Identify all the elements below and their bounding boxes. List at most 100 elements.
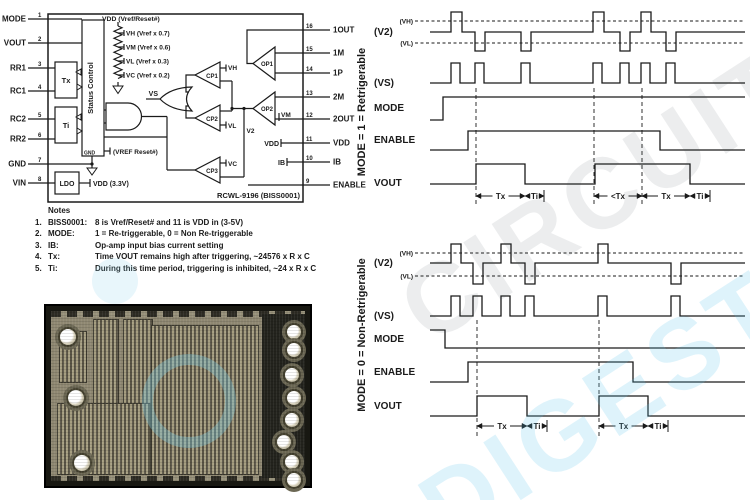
pin-label-vout: VOUT	[4, 39, 26, 48]
pin-number: 13	[306, 91, 313, 97]
dim-label: Tx	[496, 192, 506, 201]
arrow-right-icon	[76, 83, 83, 91]
retrig-ref-label-vl: (VL)	[400, 41, 413, 48]
pin-number: 9	[306, 179, 310, 185]
nonretrig-signal-label-mode: MODE	[374, 334, 404, 345]
op2-ref-label: VM	[281, 112, 291, 119]
retrig-v2-waveform	[430, 11, 745, 52]
pin-number: 3	[38, 62, 42, 68]
dim-label: Tx	[661, 192, 671, 201]
schematic-diagram: VDD (Vref/Reset#) VS GND (VREF Reset#) V…	[2, 13, 367, 203]
part-number-label: RCWL-9196 (BISS0001)	[217, 191, 300, 200]
bond-pad	[285, 471, 303, 489]
pin-label-mode: MODE	[2, 15, 27, 24]
pin-label-enable: ENABLE	[333, 181, 367, 190]
bond-pad	[283, 366, 301, 384]
note-number: 5.	[35, 263, 42, 273]
cp1-label: CP1	[206, 74, 218, 80]
retrig-vout-waveform	[430, 163, 745, 185]
die-bond-row-bottom	[51, 476, 305, 481]
notes-title: Notes	[48, 206, 71, 215]
notes-section: Notes 1.BISS0001:8 is Vref/Reset# and 11…	[35, 205, 365, 274]
note-item: 1.BISS0001:8 is Vref/Reset# and 11 is VD…	[35, 217, 365, 229]
ldo-out-label: VDD (3.3V)	[93, 181, 129, 188]
note-number: 4.	[35, 252, 42, 261]
dim-arrow-left-icon	[647, 422, 654, 430]
bond-pad	[283, 411, 301, 429]
note-text: 1 = Re-triggerable, 0 = Non Re-triggerab…	[95, 229, 253, 238]
dim-arrow-left-icon	[641, 192, 648, 200]
bond-pad	[285, 341, 303, 359]
die-block	[151, 325, 259, 475]
retrig-side-label: MODE = 1 = Retrigerable	[356, 48, 368, 176]
die-block	[93, 319, 119, 409]
cp3-ref-label: VC	[228, 161, 237, 168]
pin-number: 10	[306, 156, 313, 162]
timing-diagrams: MODE = 1 = Retrigerable(V2)(VH)(VL)(VS)M…	[356, 11, 745, 437]
dim-arrow-right-icon	[636, 192, 643, 200]
note-term: Tx:	[48, 252, 60, 261]
note-number: 1.	[35, 217, 42, 227]
chip-outline	[47, 13, 304, 203]
retrig-enable-waveform	[430, 130, 745, 151]
cp1-ref-label: VH	[228, 65, 237, 72]
ground-arrow-icon	[112, 85, 124, 95]
dim-arrow-left-icon	[689, 192, 696, 200]
dim-arrow-right-icon	[684, 192, 691, 200]
tx-block	[54, 61, 78, 99]
bond-pad	[275, 433, 293, 451]
vref-reset-label: (VREF Reset#)	[113, 149, 158, 156]
pin-label-1m: 1M	[333, 49, 344, 58]
vs-label: VS	[149, 91, 159, 98]
vdd-internal-label: VDD	[264, 141, 279, 148]
pin-number: 7	[38, 158, 42, 164]
ti-label: Ti	[63, 121, 70, 130]
retrig-signal-label-v2: (V2)	[374, 27, 393, 38]
note-term: BISS0001:	[48, 217, 88, 227]
note-item: 3.IB:Op-amp input bias current setting	[35, 240, 365, 252]
dim-label: Tx	[619, 422, 629, 431]
pin-label-1out: 1OUT	[333, 26, 354, 35]
and-gate	[105, 102, 143, 131]
retrig-mode-waveform	[430, 96, 745, 121]
dim-arrow-left-icon	[593, 192, 600, 200]
nonretrig-vs-waveform	[430, 295, 745, 317]
pin-label-rr2: RR2	[10, 135, 27, 144]
nonretrig-signal-label-vout: VOUT	[374, 401, 402, 412]
cp2-ref-label: VL	[228, 123, 236, 130]
tap-label: VH (Vref x 0.7)	[126, 31, 170, 38]
note-term: MODE:	[48, 229, 75, 238]
pin-label-vdd: VDD	[333, 139, 350, 148]
note-item: 5.Ti:During this time period, triggering…	[35, 263, 365, 275]
pin-label-1p: 1P	[333, 69, 343, 78]
note-text: Time VOUT remains high after triggering,…	[95, 252, 310, 261]
pin-label-rc2: RC2	[10, 115, 27, 124]
pin-label-gnd: GND	[8, 160, 26, 169]
op1-label: OP1	[261, 62, 274, 68]
dim-arrow-right-icon	[521, 422, 528, 430]
pin-label-ib: IB	[333, 158, 341, 167]
dim-label: Ti	[697, 192, 704, 201]
note-number: 3.	[35, 240, 42, 250]
dim-arrow-left-icon	[475, 192, 482, 200]
bond-pad	[285, 389, 303, 407]
ti-block	[54, 106, 78, 144]
pin-label-rr1: RR1	[10, 64, 27, 73]
retrig-vs-waveform	[430, 62, 745, 84]
pin-number: 15	[306, 47, 313, 53]
pin-number: 2	[38, 37, 42, 43]
dim-arrow-left-icon	[476, 422, 483, 430]
bond-pad	[285, 323, 303, 341]
dim-label: <Tx	[611, 192, 626, 201]
arrow-left-icon	[75, 113, 82, 121]
arrow-left-icon	[75, 68, 82, 76]
notes-list: 1.BISS0001:8 is Vref/Reset# and 11 is VD…	[35, 217, 365, 275]
gnd-small-label: GND	[84, 151, 96, 157]
dim-arrow-right-icon	[541, 422, 548, 430]
retrig-signal-label-enable: ENABLE	[374, 135, 415, 146]
status-control-label: Status Control	[86, 62, 95, 114]
retrig-signal-label-vout: VOUT	[374, 178, 402, 189]
tx-label: Tx	[62, 76, 72, 85]
tap-label: VM (Vref x 0.6)	[126, 45, 170, 52]
